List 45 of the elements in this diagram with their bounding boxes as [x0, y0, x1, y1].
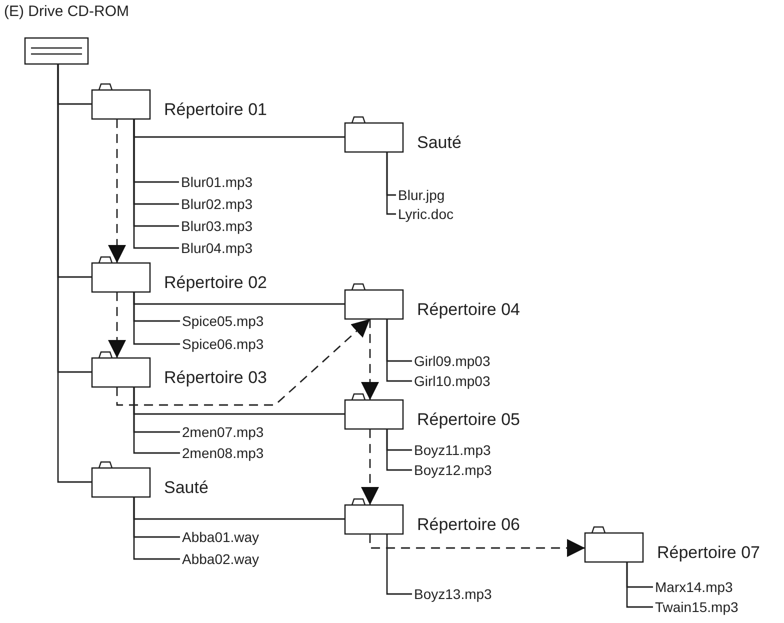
tree-line	[133, 497, 180, 560]
file-name: Abba01.way	[182, 529, 260, 545]
dashed-arrow	[361, 429, 379, 505]
folder-name: Répertoire 04	[417, 300, 520, 320]
tree-line	[386, 429, 412, 471]
dashed-arrow	[369, 534, 585, 557]
folder-name: Répertoire 03	[164, 368, 268, 388]
dashed-arrow	[108, 292, 126, 358]
file-name: Blur04.mp3	[181, 240, 253, 256]
file-name: Blur.jpg	[398, 187, 445, 203]
file-name: Lyric.doc	[398, 206, 454, 222]
file-name: Girl09.mp03	[414, 353, 490, 369]
folder-name: Répertoire 06	[417, 515, 520, 535]
tree-line	[133, 119, 179, 249]
file-name: 2men07.mp3	[182, 424, 264, 440]
dashed-arrow	[108, 119, 126, 263]
dashed-arrow	[361, 319, 379, 400]
tree-line	[386, 319, 412, 382]
folder-name: Répertoire 05	[417, 410, 520, 430]
file-name: Boyz13.mp3	[414, 586, 492, 602]
tree-line	[386, 534, 412, 595]
file-name: Blur02.mp3	[181, 196, 253, 212]
file-name: Spice06.mp3	[182, 336, 264, 352]
file-name: Abba02.way	[182, 551, 260, 567]
file-name: Boyz11.mp3	[414, 442, 491, 458]
folder-name: Répertoire 02	[164, 273, 268, 293]
folder-name: Répertoire 01	[164, 100, 268, 120]
tree-line	[133, 387, 180, 454]
file-name: 2men08.mp3	[182, 445, 264, 461]
file-name: Girl10.mp03	[414, 373, 490, 389]
tree-line	[626, 562, 653, 608]
tree-line	[386, 152, 396, 215]
file-name: Boyz12.mp3	[414, 462, 492, 478]
tree-line	[57, 64, 92, 483]
file-name: Marx14.mp3	[655, 579, 733, 595]
file-name: Spice05.mp3	[182, 313, 264, 329]
file-name: Twain15.mp3	[655, 599, 738, 615]
folder-name: Sauté	[164, 478, 208, 498]
tree-line	[133, 292, 180, 345]
folder-name: Sauté	[417, 133, 462, 153]
file-name: Blur01.mp3	[181, 174, 253, 190]
file-name: Blur03.mp3	[181, 218, 253, 234]
folder-name: Répertoire 07	[657, 543, 760, 563]
drive-label: (E) Drive CD-ROM	[4, 2, 129, 22]
dashed-arrow	[116, 318, 370, 406]
